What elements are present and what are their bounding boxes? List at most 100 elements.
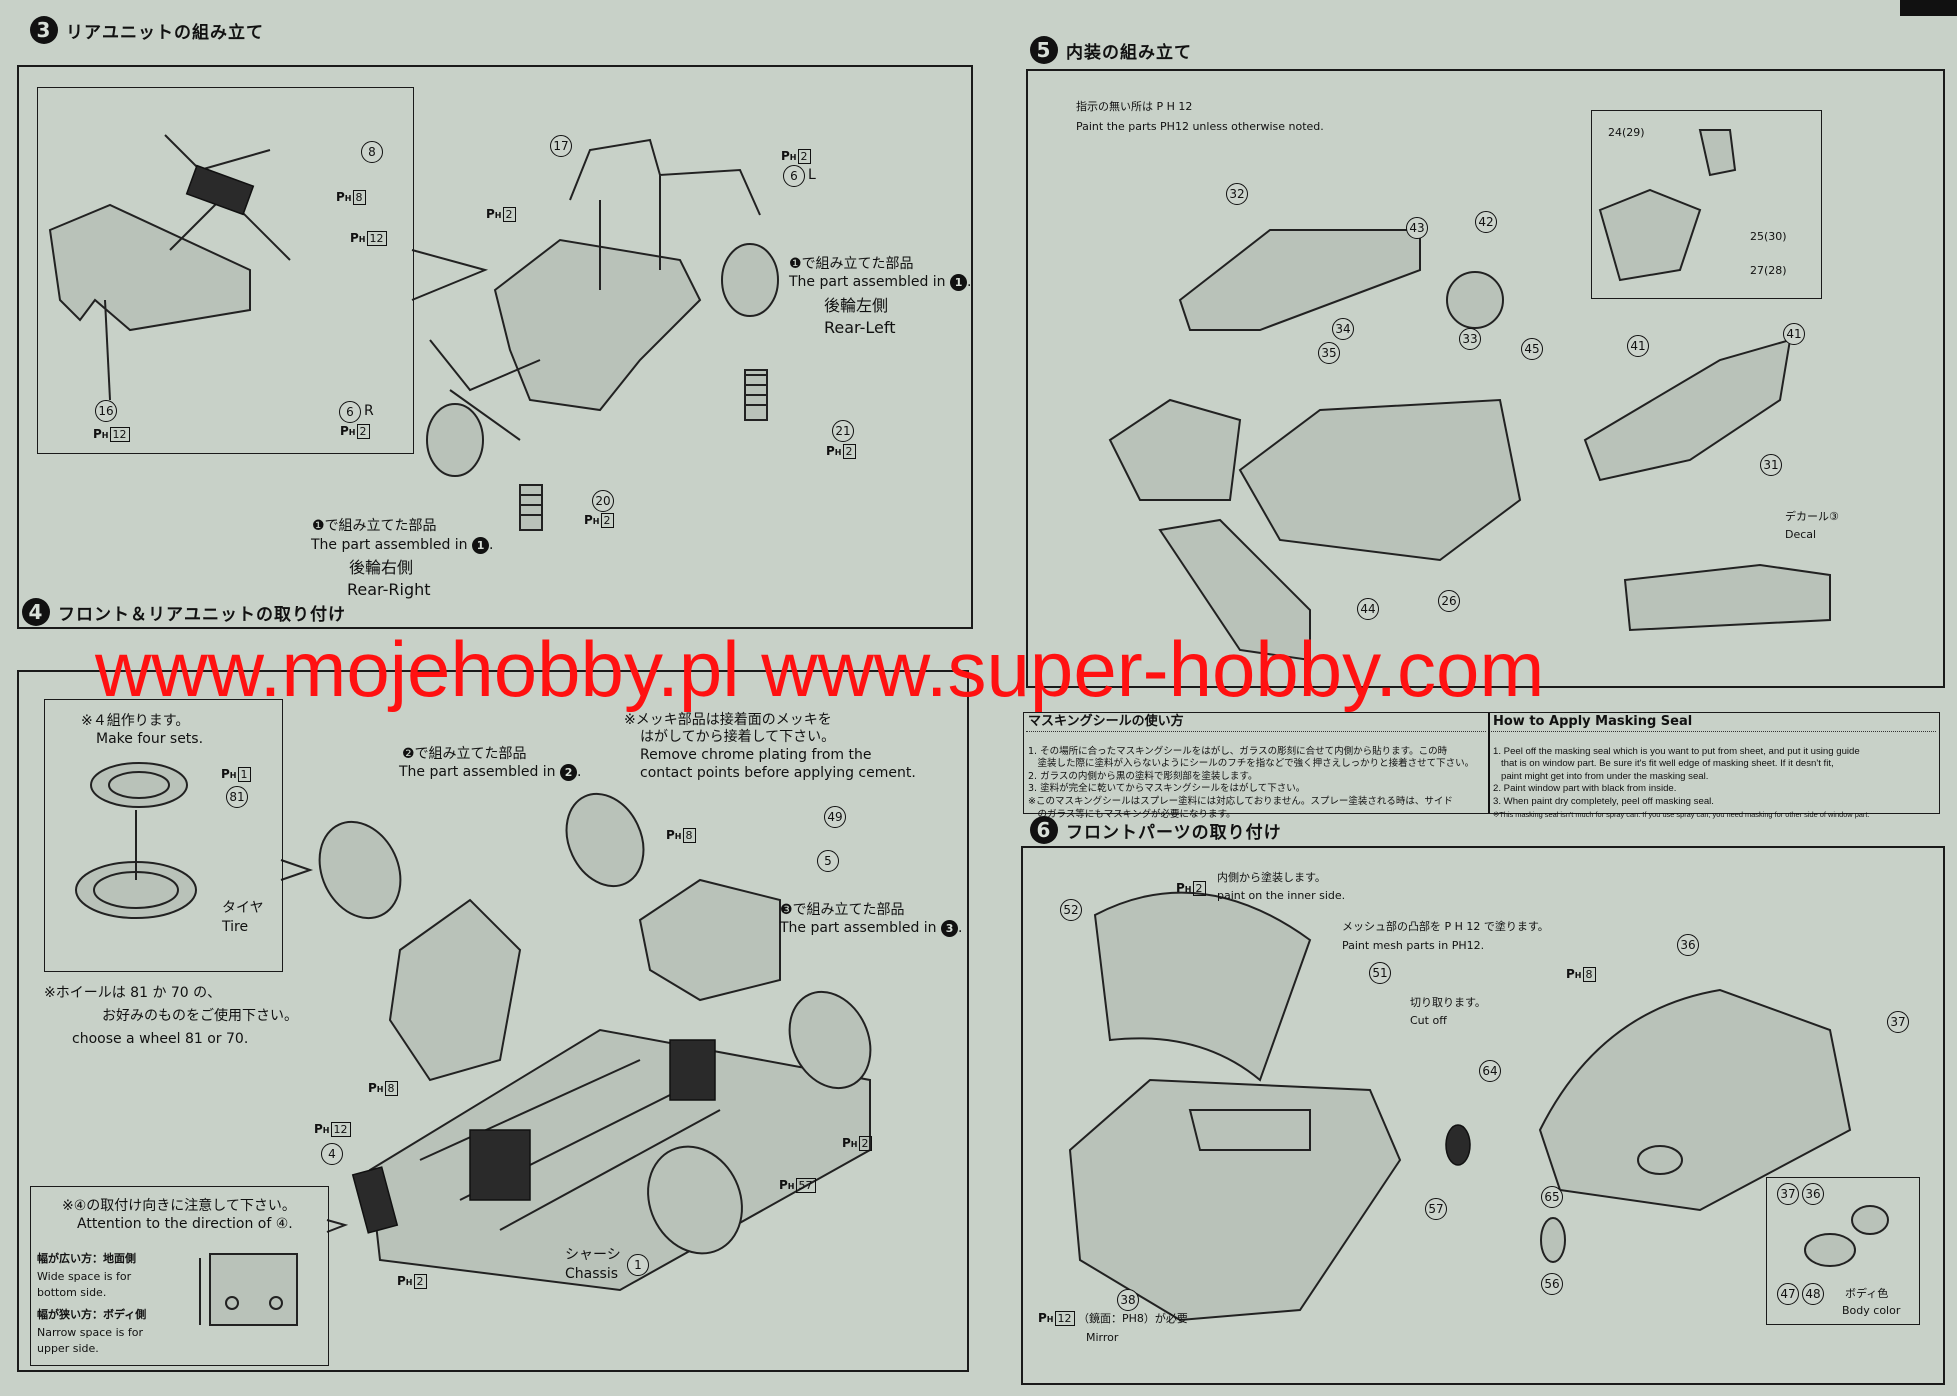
part-37: 37 [1777,1183,1799,1205]
step3-detail-box [37,87,414,454]
paint-code: H8 [1566,967,1596,982]
part-41: 41 [1783,323,1805,345]
part-20: 20 [592,490,614,512]
wide-jp: 幅が広い方：地面側 [37,1252,136,1265]
step5-seat-box [1591,110,1822,299]
paint-code: H2 [826,444,856,459]
chrome-note-jp2: はがしてから接着して下さい。 [640,729,836,745]
masking-title-jp: マスキングシールの使い方 [1028,714,1184,729]
part-64: 64 [1479,1060,1501,1082]
part-6: 6 [783,165,805,187]
part-4: 4 [321,1143,343,1165]
step3-header: 3 リアユニットの組み立て [30,16,264,44]
paint-code: H12 [314,1122,351,1137]
masking-line: that is on window part. Be sure it's fit… [1493,758,1834,770]
mirror-detail-box [1766,1177,1920,1325]
body-color-jp: ボディ色 [1845,1287,1889,1300]
paint-code: H2 [1176,881,1206,896]
attention-en: Attention to the direction of ④. [77,1216,293,1232]
assembled-ref2-jp: ❷で組み立てた部品 [402,746,527,762]
part-52: 52 [1060,899,1082,921]
part-17: 17 [550,135,572,157]
chrome-note-en2: contact points before applying cement. [640,765,916,781]
chrome-note-jp1: ※メッキ部品は接着面のメッキを [624,712,832,728]
paint-code: H8 [666,828,696,843]
part-32: 32 [1226,183,1248,205]
masking-line: ※This masking seal isn't much for spray … [1493,809,1870,819]
part-49: 49 [824,806,846,828]
cut-jp: 切り取ります。 [1410,996,1486,1009]
step4-wheel-box [44,699,283,972]
wheel-note-jp2: お好みのものをご使用下さい。 [102,1008,298,1024]
wide-en2: bottom side. [37,1286,107,1299]
paint-code: H2 [397,1274,427,1289]
assembled-ref3-en: The part assembled in 3. [780,920,963,938]
part-37: 37 [1887,1011,1909,1033]
part-41: 41 [1627,335,1649,357]
part-side-left: L [808,167,816,183]
dotted-rule [1026,731,1486,732]
paint-code: H2 [340,424,370,439]
mirror-en: Mirror [1086,1331,1119,1344]
paint-code: H2 [781,149,811,164]
sets-en: Make four sets. [96,731,204,747]
assembled-ref2-en: The part assembled in 2. [399,764,582,782]
part-31: 31 [1760,454,1782,476]
part-27-28: 27(28) [1750,264,1787,277]
narrow-jp: 幅が狭い方：ボディ側 [37,1308,147,1321]
narrow-en2: upper side. [37,1342,99,1355]
paint-note-en: Paint the parts PH12 unless otherwise no… [1076,120,1324,133]
part-33: 33 [1459,328,1481,350]
masking-title-en: How to Apply Masking Seal [1493,714,1693,729]
tire-en: Tire [222,919,249,935]
part-16: 16 [95,400,117,422]
narrow-en1: Narrow space is for [37,1326,143,1339]
chassis-jp: シャーシ [565,1247,621,1263]
part-43: 43 [1406,217,1428,239]
dotted-rule [1491,731,1936,732]
watermark: www.mojehobby.pl www.super-hobby.com [95,625,1545,713]
mesh-jp: メッシュ部の凸部を P H 12 で塗ります。 [1342,920,1549,933]
step6-number: 6 [1030,816,1058,844]
part-44: 44 [1357,598,1379,620]
part-35: 35 [1318,342,1340,364]
side-en: Rear-Right [347,580,431,599]
chrome-note-en1: Remove chrome plating from the [640,747,872,763]
mesh-en: Paint mesh parts in PH12. [1342,939,1485,952]
part-81: 81 [226,786,248,808]
chassis-en: Chassis [565,1266,618,1282]
attention-box [30,1186,329,1366]
part-24-29: 24(29) [1608,126,1645,139]
step5-number: 5 [1030,36,1058,64]
masking-line: 1. Peel off the masking seal which is yo… [1493,745,1860,757]
step6-header: 6 フロントパーツの取り付け [1030,816,1282,844]
attention-jp: ※④の取付け向きに注意して下さい。 [62,1198,296,1214]
assembled-ref-en: The part assembled in 1. [311,537,494,555]
masking-line: のガラス等にもマスキングが必要になります。 [1028,808,1236,820]
step5-title: 内装の組み立て [1066,42,1192,63]
step3-title: リアユニットの組み立て [66,22,264,43]
masking-line: 塗装した際に塗料が入らないようにシールのフチを指などで強く押さえしっかりと接着さ… [1028,758,1475,770]
masking-line: 2. ガラスの内側から黒の塗料で彫刻部を塗装します。 [1028,770,1258,782]
paint-note-jp: 指示の無い所は P H 12 [1076,100,1193,113]
cut-en: Cut off [1410,1014,1447,1027]
masking-steps-jp: 1. その場所に合ったマスキングシールをはがし、ガラスの彫刻に合せて内側から貼り… [1028,733,1474,834]
assembled-ref3-jp: ❸で組み立てた部品 [780,902,905,918]
paint-code: H2 [584,513,614,528]
inner-paint-en: paint on the inner side. [1217,889,1346,902]
wheel-note-en: choose a wheel 81 or 70. [72,1031,249,1047]
masking-divider [1488,713,1490,813]
step3-number: 3 [30,16,58,44]
part-5: 5 [817,850,839,872]
part-51: 51 [1369,962,1391,984]
wide-en1: Wide space is for [37,1270,132,1283]
step6-title: フロントパーツの取り付け [1066,822,1282,843]
part-36: 36 [1802,1183,1824,1205]
assembled-ref-en: The part assembled in 1. [789,274,972,292]
step5-panel [1026,69,1945,688]
masking-steps-en: 1. Peel off the masking seal which is yo… [1493,733,1870,834]
paint-code: H12 [350,231,387,246]
masking-instructions [1023,712,1940,814]
masking-line: 1. その場所に合ったマスキングシールをはがし、ガラスの彫刻に合せて内側から貼り… [1028,745,1448,757]
